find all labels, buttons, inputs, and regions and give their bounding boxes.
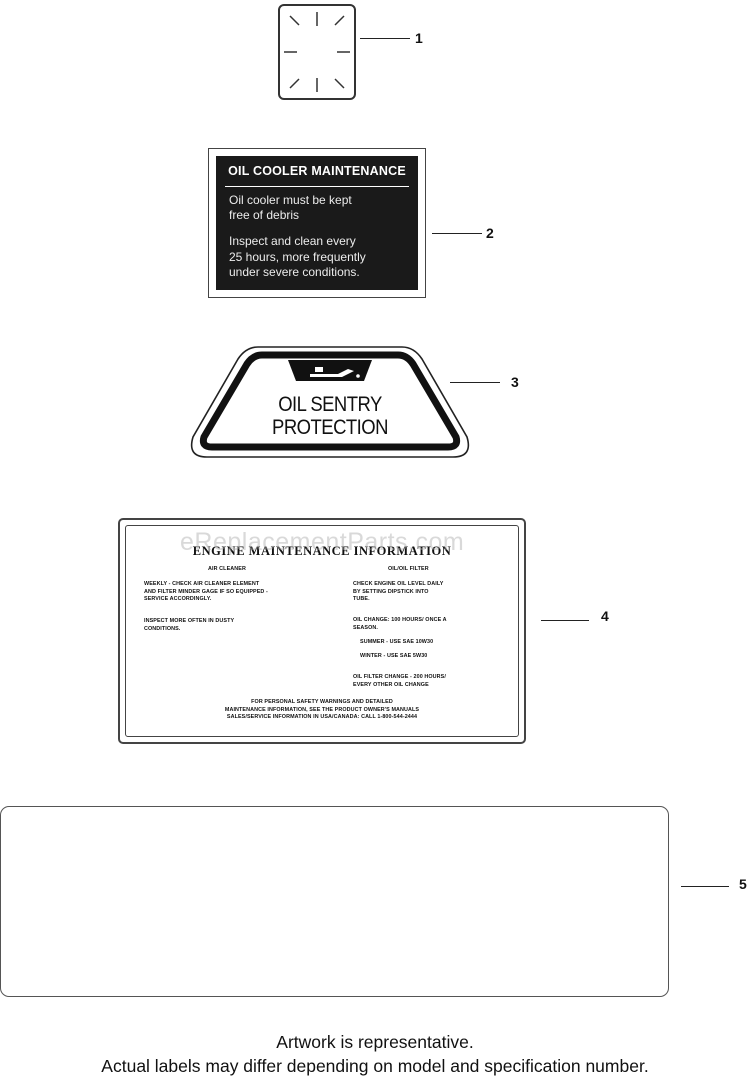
callout-2: 2 [486, 225, 494, 241]
oil-can-icon [288, 360, 372, 381]
decal-2-line-4: 25 hours, more frequently [229, 249, 366, 264]
leader-line-4 [541, 620, 589, 621]
decal-3-line-2: PROTECTION [272, 416, 388, 439]
oil-line-8: OIL FILTER CHANGE - 200 HOURS/ [353, 674, 446, 680]
air-cleaner-text: WEEKLY - CHECK AIR CLEANER ELEMENT AND F… [144, 581, 268, 604]
decal-2-line-2: free of debris [229, 207, 300, 222]
decal-5-blank-label [0, 806, 669, 997]
air-cleaner-note: INSPECT MORE OFTEN IN DUSTY CONDITIONS. [144, 618, 234, 633]
decal-2-line-5: under severe conditions. [229, 265, 360, 279]
decal-4-footer-line-1: FOR PERSONAL SAFETY WARNINGS AND DETAILE… [251, 699, 393, 705]
oil-line-3: TUBE. [353, 596, 370, 602]
decal-4-footer-line-2: MAINTENANCE INFORMATION, SEE THE PRODUCT… [224, 706, 420, 713]
air-cleaner-line-4: INSPECT MORE OFTEN IN DUSTY [144, 618, 235, 624]
decal-2-panel: OIL COOLER MAINTENANCE Oil cooler must b… [216, 156, 418, 290]
footer-note-line-2: Actual labels may differ depending on mo… [101, 1056, 649, 1076]
air-cleaner-line-5: CONDITIONS. [144, 625, 181, 632]
decal-3-line-1: OIL SENTRY [278, 393, 382, 416]
decal-4-engine-maintenance: ENGINE MAINTENANCE INFORMATION AIR CLEAN… [118, 518, 526, 744]
air-cleaner-line-3: SERVICE ACCORDINGLY. [144, 596, 212, 602]
decal-2-divider [225, 186, 409, 187]
decal-2-oil-cooler-maintenance: OIL COOLER MAINTENANCE Oil cooler must b… [208, 148, 426, 298]
footer-note-line-1: Artwork is representative. [276, 1032, 474, 1052]
leader-line-1 [360, 38, 410, 39]
air-cleaner-heading: AIR CLEANER [208, 566, 246, 572]
decal-4-footer-line-3: SALES/SERVICE INFORMATION IN USA/CANADA:… [226, 714, 418, 720]
callout-5: 5 [739, 876, 747, 892]
decal-2-line-3: Inspect and clean every [229, 234, 356, 248]
decal-2-title: OIL COOLER MAINTENANCE [228, 164, 406, 178]
oil-sentry-badge-shape [190, 346, 470, 458]
watermark: eReplacementParts.com [180, 528, 465, 556]
decal-4-inner-border: ENGINE MAINTENANCE INFORMATION AIR CLEAN… [125, 525, 519, 737]
oil-summer: SUMMER - USE SAE 10W30 [360, 639, 434, 645]
decal-2-paragraph-1: Oil cooler must be kept free of debris [229, 193, 410, 222]
air-cleaner-line-2: AND FILTER MINDER GAGE IF SO EQUIPPED - [144, 588, 268, 595]
oil-line-4: OIL CHANGE: 100 HOURS/ ONCE A [353, 617, 447, 623]
leader-line-3 [450, 382, 500, 383]
oil-check-text: CHECK ENGINE OIL LEVEL DAILY BY SETTING … [353, 581, 443, 604]
leader-line-2 [432, 233, 482, 234]
decal-2-paragraph-2: Inspect and clean every 25 hours, more f… [229, 234, 410, 281]
air-cleaner-line-1: WEEKLY - CHECK AIR CLEANER ELEMENT [144, 581, 260, 587]
oil-filter-change-text: OIL FILTER CHANGE - 200 HOURS/ EVERY OTH… [353, 674, 446, 689]
oil-line-5: SEASON. [353, 624, 378, 631]
decal-3-oil-sentry: OIL SENTRY PROTECTION [188, 343, 472, 461]
oil-line-1: CHECK ENGINE OIL LEVEL DAILY [353, 581, 444, 587]
oil-filter-heading: OIL/OIL FILTER [388, 566, 429, 572]
decal-1-blank-label [278, 4, 356, 100]
crop-marks-icon [284, 12, 350, 92]
decal-2-line-1: Oil cooler must be kept [229, 193, 352, 207]
callout-1: 1 [415, 30, 423, 46]
oil-line-9: EVERY OTHER OIL CHANGE [353, 681, 429, 688]
oil-line-2: BY SETTING DIPSTICK INTO [353, 588, 429, 595]
callout-3: 3 [511, 374, 519, 390]
decal-4-footer: FOR PERSONAL SAFETY WARNINGS AND DETAILE… [126, 699, 518, 722]
oil-change-text: OIL CHANGE: 100 HOURS/ ONCE A SEASON. [353, 617, 447, 632]
callout-4: 4 [601, 608, 609, 624]
decal-4-title: ENGINE MAINTENANCE INFORMATION [192, 544, 452, 558]
leader-line-5 [681, 886, 729, 887]
oil-winter: WINTER - USE SAE 5W30 [360, 653, 428, 659]
